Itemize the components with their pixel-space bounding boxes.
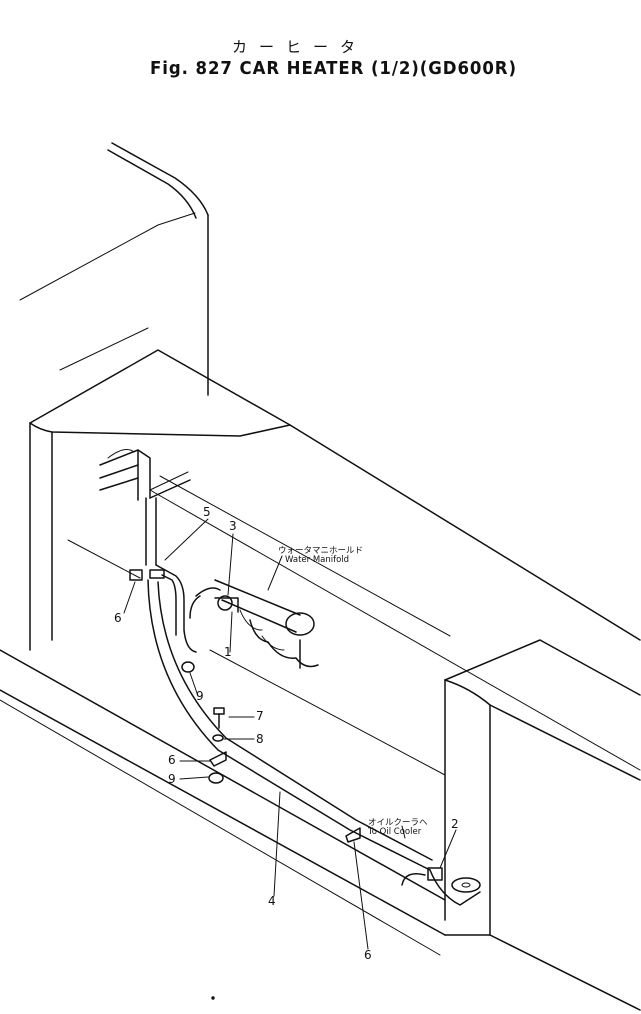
clamp-6-right [345, 827, 361, 843]
engine-block-outline [0, 349, 641, 1011]
clamp-6-mid [149, 569, 165, 579]
figure-title: Fig. 827 CAR HEATER (1/2)(GD600R) [150, 58, 517, 79]
bolt-7 [213, 707, 225, 729]
callout-4: 4 [268, 894, 276, 908]
clamp-6-lower [209, 751, 227, 767]
callout-8: 8 [256, 732, 264, 746]
spacer-9-lower [208, 772, 224, 784]
clamp-6-upper [67, 539, 143, 581]
callout-6-upper: 6 [114, 611, 122, 625]
title-japanese: カーヒータ [232, 38, 368, 56]
water-manifold-label-en: Water Manifold [285, 555, 350, 565]
callout-6-lower: 6 [168, 753, 176, 767]
oil-cooler-connection [401, 867, 481, 906]
callout-leaders [123, 518, 457, 950]
hose-5 [145, 497, 197, 653]
valve-3 [189, 587, 239, 619]
oil-cooler-label-jp: オイルクーラヘ [368, 818, 428, 828]
water-manifold-label-jp: ウォータマニホールド [278, 546, 364, 556]
callout-3: 3 [229, 519, 237, 533]
spacer-9-upper [181, 661, 195, 673]
cab-panel-outline [19, 142, 209, 396]
callout-9-upper: 9 [196, 689, 204, 703]
callout-6-right: 6 [364, 948, 372, 962]
page-mark [211, 996, 215, 1000]
callout-1: 1 [224, 645, 232, 659]
callout-5: 5 [203, 505, 211, 519]
callout-7: 7 [256, 709, 264, 723]
callout-2: 2 [451, 817, 459, 831]
washer-8 [212, 734, 224, 742]
hose-4 [147, 579, 433, 871]
callout-9-lower: 9 [168, 772, 176, 786]
oil-cooler-label-en: To Oil Cooler [368, 827, 422, 837]
hose-bracket [99, 449, 191, 501]
